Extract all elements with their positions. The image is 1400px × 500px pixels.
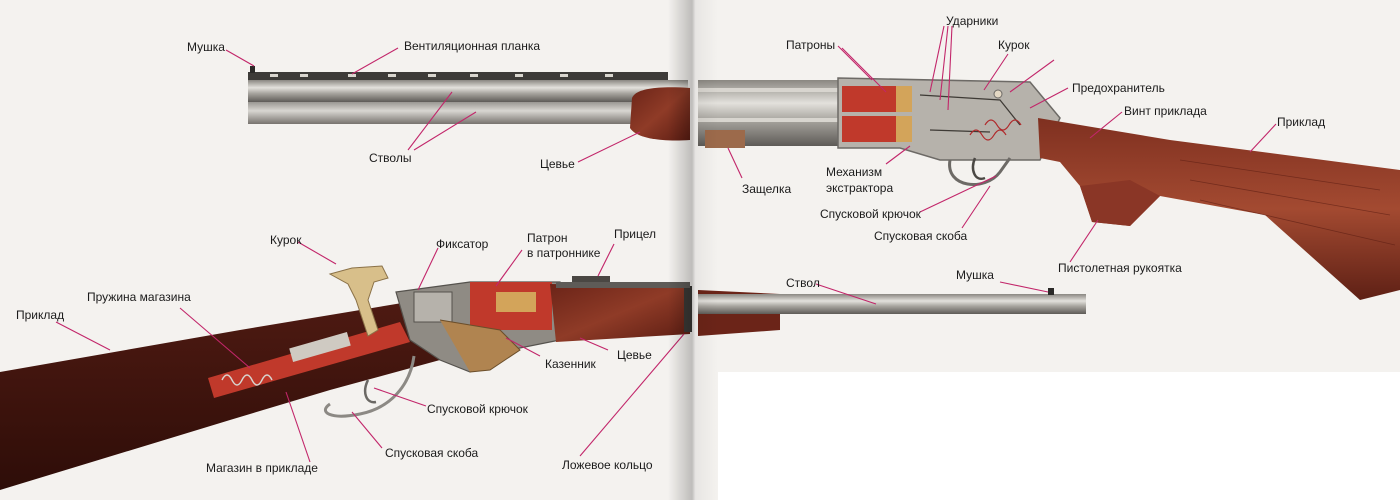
- carbine-barrel: [698, 294, 1086, 314]
- label-pistol-grip: Пистолетная рукоятка: [1058, 261, 1182, 275]
- blank-page-area: [718, 372, 1400, 500]
- pistol-grip-shape: [1080, 180, 1160, 226]
- label-vent-rib: Вентиляционная планка: [404, 39, 541, 53]
- carbine-rear-sight: [572, 276, 610, 282]
- label-front-sight-top: Мушка: [187, 40, 225, 54]
- carbine-front-sight: [1048, 288, 1054, 295]
- label-retainer: Фиксатор: [436, 237, 489, 251]
- label-trigger-bottom: Спусковой крючок: [427, 402, 528, 416]
- top-shotgun: [248, 66, 1400, 300]
- shotgun-stock: [1038, 118, 1400, 300]
- label-rear-sight: Прицел: [614, 227, 657, 241]
- vent-rib-slots: [270, 74, 613, 77]
- lock-mechanism: [919, 94, 1022, 141]
- carbine-forend: [550, 284, 690, 342]
- label-barrel: Ствол: [786, 276, 820, 290]
- label-cartridges: Патроны: [786, 38, 836, 52]
- label-extractor-2: экстрактора: [826, 181, 894, 195]
- label-hammer-bottom: Курок: [270, 233, 302, 247]
- carbine-trigger: [364, 379, 377, 404]
- trigger-shape: [971, 157, 986, 181]
- label-extractor-1: Механизм: [826, 165, 883, 179]
- vent-rib: [248, 72, 668, 80]
- label-stock-top: Приклад: [1277, 115, 1326, 129]
- bottom-carbine: [0, 265, 1086, 490]
- forend-wood: [630, 87, 690, 141]
- magazine-tube: [208, 322, 410, 398]
- label-magazine-spring: Пружина магазина: [87, 290, 191, 304]
- label-hammer-top: Курок: [998, 38, 1030, 52]
- lower-barrel: [248, 102, 688, 124]
- front-sight-bead: [250, 66, 255, 73]
- label-forend-top: Цевье: [540, 157, 575, 171]
- cartridge-upper: [842, 86, 897, 112]
- label-chambered-2: в патроннике: [527, 246, 601, 260]
- label-magazine-in-stock: Магазин в прикладе: [206, 461, 318, 475]
- label-strikers: Ударники: [946, 14, 999, 28]
- label-trigger-top: Спусковой крючок: [820, 207, 921, 221]
- label-trigger-guard-top: Спусковая скоба: [874, 229, 968, 243]
- label-forend-bottom: Цевье: [617, 348, 652, 362]
- latch-part: [705, 130, 745, 148]
- upper-barrel: [248, 80, 688, 102]
- lever-shape: [323, 355, 416, 418]
- barrel-band-ring: [684, 286, 692, 332]
- label-latch: Защелка: [742, 182, 792, 196]
- cartridge-lower: [842, 116, 897, 142]
- label-trigger-guard-bottom: Спусковая скоба: [385, 446, 479, 460]
- label-chambered-1: Патрон: [527, 231, 568, 245]
- hammer-tip: [993, 89, 1003, 99]
- breechblock: [439, 319, 521, 373]
- leader-lines: [55, 25, 1277, 463]
- label-stock-screw: Винт приклада: [1124, 104, 1207, 118]
- label-safety: Предохранитель: [1072, 81, 1165, 95]
- label-front-sight-bottom: Мушка: [956, 268, 994, 282]
- carbine-hammer: [328, 265, 389, 337]
- label-barrels: Стволы: [369, 151, 412, 165]
- trigger-guard-shape: [948, 157, 1012, 186]
- label-stock-bottom: Приклад: [16, 308, 65, 322]
- label-breech: Казенник: [545, 357, 596, 371]
- label-barrel-band: Ложевое кольцо: [562, 458, 653, 472]
